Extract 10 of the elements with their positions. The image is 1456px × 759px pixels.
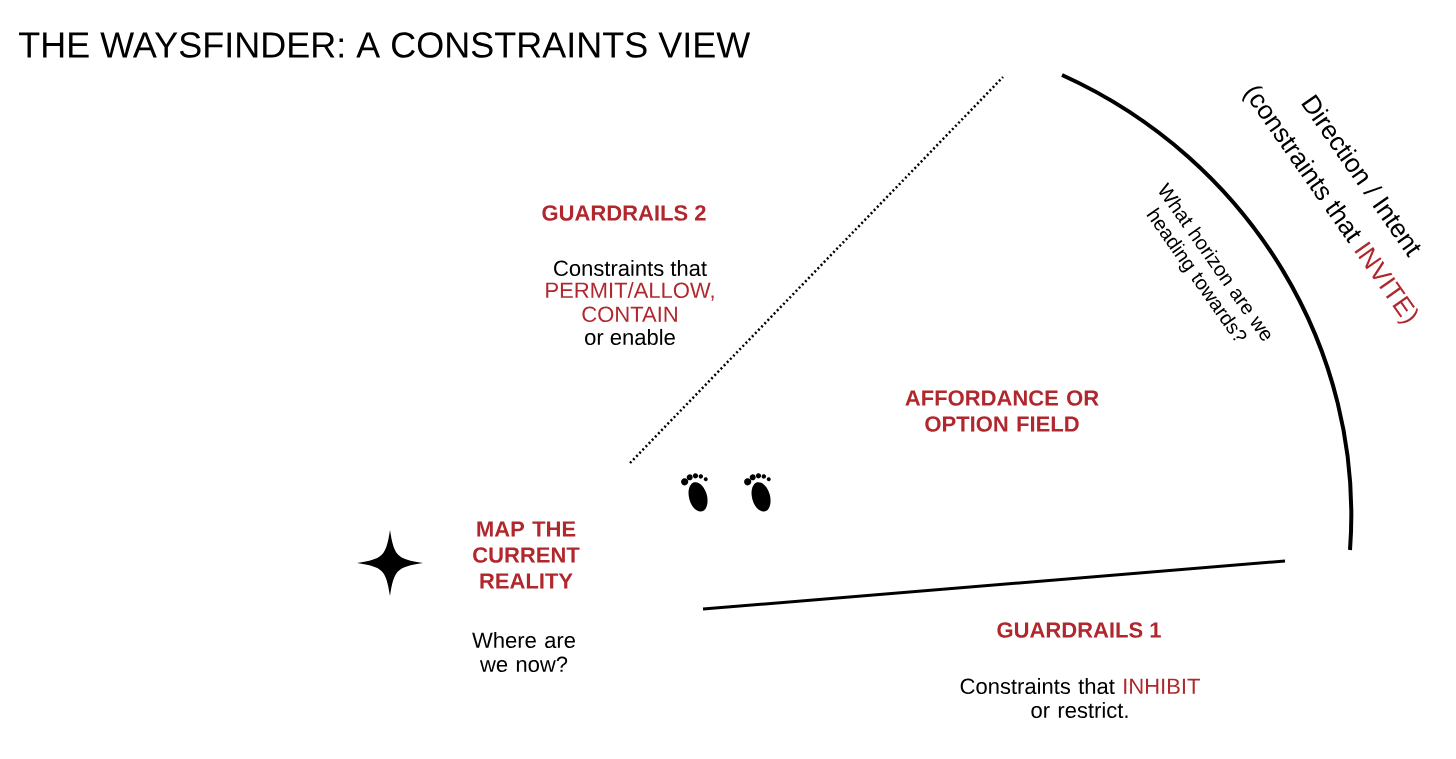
- description: PERMIT/ALLOW, CONTAIN: [546, 281, 714, 323]
- description: or enable: [585, 328, 675, 346]
- question: Where are we now?: [472, 631, 575, 673]
- heading: GUARDRAILS 1: [997, 622, 1161, 638]
- heading: AFFORDANCE OR OPTION FIELD: [905, 390, 1099, 432]
- heading: MAP THE CURRENT REALITY: [473, 521, 580, 589]
- heading: GUARDRAILS 2: [542, 205, 706, 221]
- title: THE WAYSFINDER: A CONSTRAINTS VIEW: [19, 32, 751, 58]
- description: Constraints that: [554, 259, 707, 277]
- description: Constraints that INHIBIT or restrict.: [960, 677, 1200, 719]
